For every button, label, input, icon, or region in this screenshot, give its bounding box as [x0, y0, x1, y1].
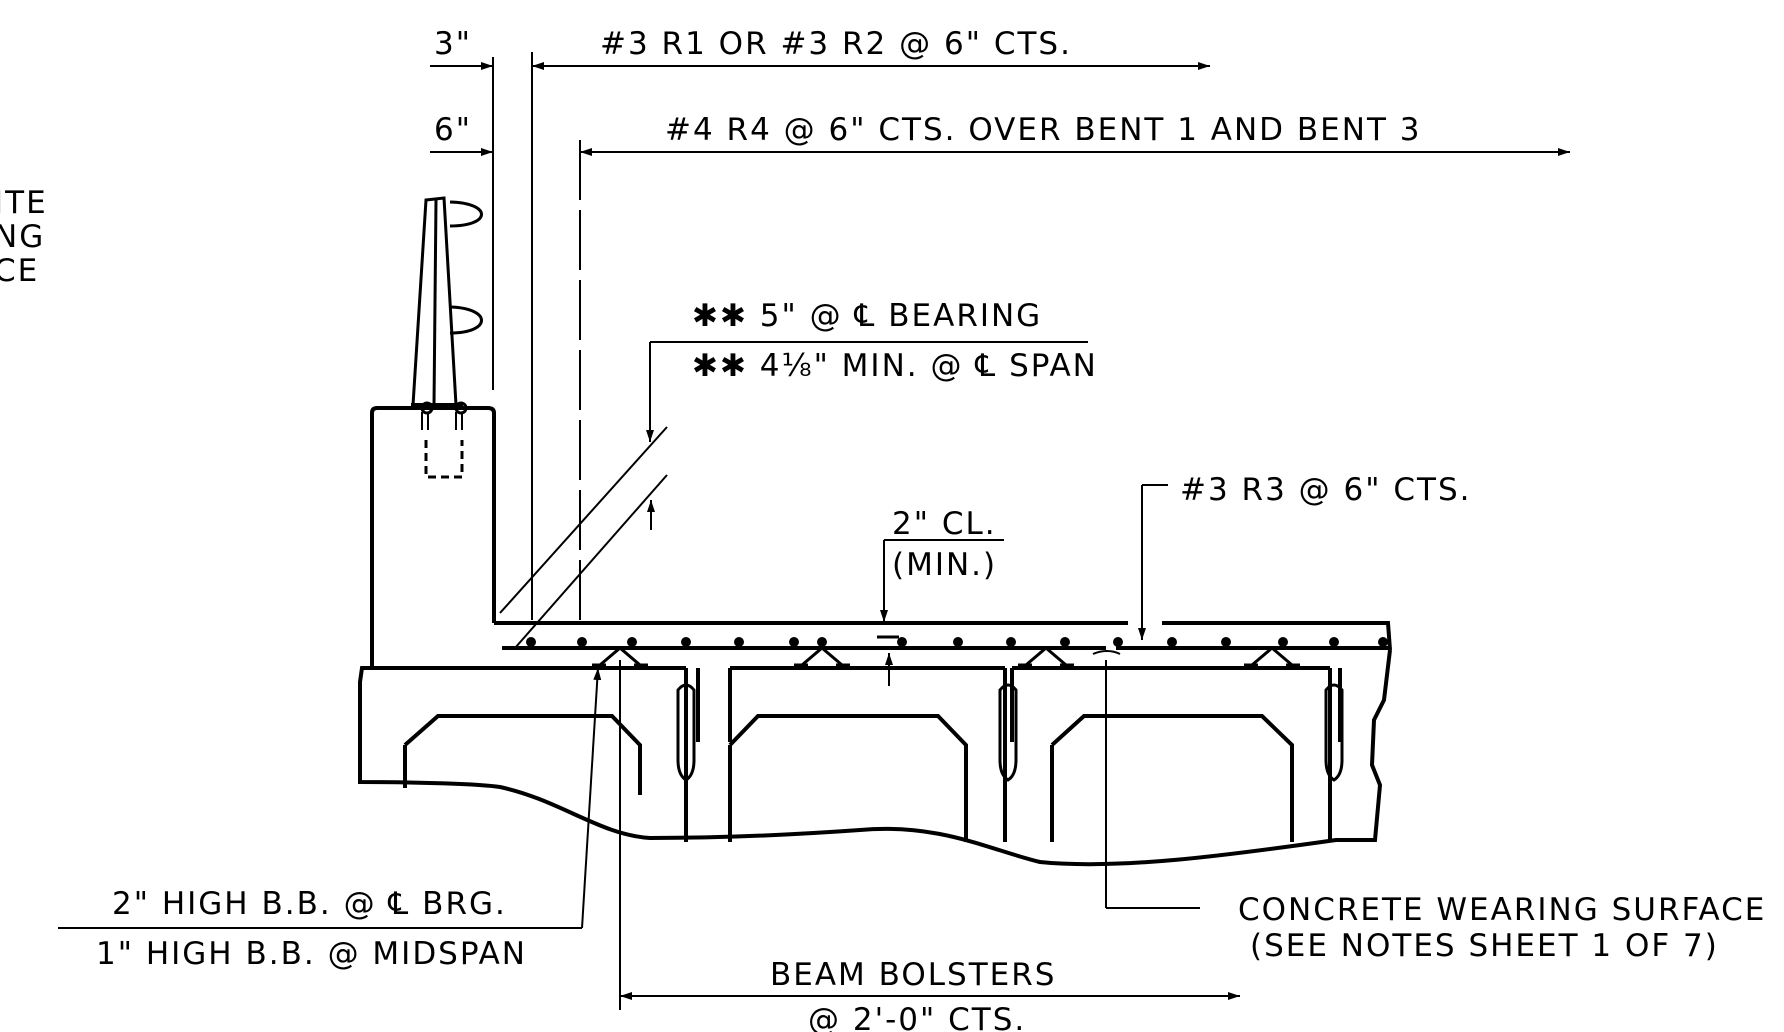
clear-cover-label: 2" CL.: [892, 506, 997, 542]
left-cut-label-3: CE: [0, 253, 39, 289]
parapet-curb: [370, 406, 496, 670]
left-cut-label-2: NG: [0, 219, 45, 255]
r3-leader: [1138, 484, 1168, 640]
bolster-spacing-value: @ 2'-0" CTS.: [808, 1002, 1026, 1032]
dimension-extension-lines: [492, 52, 581, 620]
bolster-height-leader: [58, 667, 602, 929]
dim-3in-label: 3": [434, 26, 472, 62]
bolster-height-midspan: 1" HIGH B.B. @ MIDSPAN: [96, 936, 527, 972]
clear-cover-min-label: (MIN.): [892, 547, 997, 583]
top-dimension-arrows: [430, 62, 1570, 156]
slab-thickness-span: ✱✱ 4⅛" MIN. @ ℄ SPAN: [692, 348, 1098, 384]
bolster-height-brg: 2" HIGH B.B. @ ℄ BRG.: [112, 886, 507, 922]
r3-callout: #3 R3 @ 6" CTS.: [1180, 472, 1471, 508]
dim-6in-label: 6": [434, 112, 472, 148]
box-beams: [358, 649, 1392, 867]
wearing-surface-leader: [1105, 660, 1200, 909]
slab-thickness-leader: [499, 341, 1088, 649]
railing-post: [411, 196, 483, 479]
slab-thickness-bearing: ✱✱ 5" @ ℄ BEARING: [692, 298, 1042, 334]
beam-bolsters: [592, 646, 1300, 667]
bolster-spacing-label: BEAM BOLSTERS: [770, 957, 1056, 993]
r4-callout: #4 R4 @ 6" CTS. OVER BENT 1 AND BENT 3: [665, 112, 1421, 148]
top-rebar-dots: [526, 637, 1388, 647]
wearing-surface-label: CONCRETE WEARING SURFACE: [1238, 892, 1766, 928]
bolster-spacing-dimension: [619, 660, 1240, 1010]
wearing-surface-note: (SEE NOTES SHEET 1 OF 7): [1250, 928, 1719, 964]
left-cut-label-1: ITE: [0, 185, 48, 221]
deck-slab: [494, 621, 1392, 651]
r1-r2-callout: #3 R1 OR #3 R2 @ 6" CTS.: [600, 26, 1072, 62]
